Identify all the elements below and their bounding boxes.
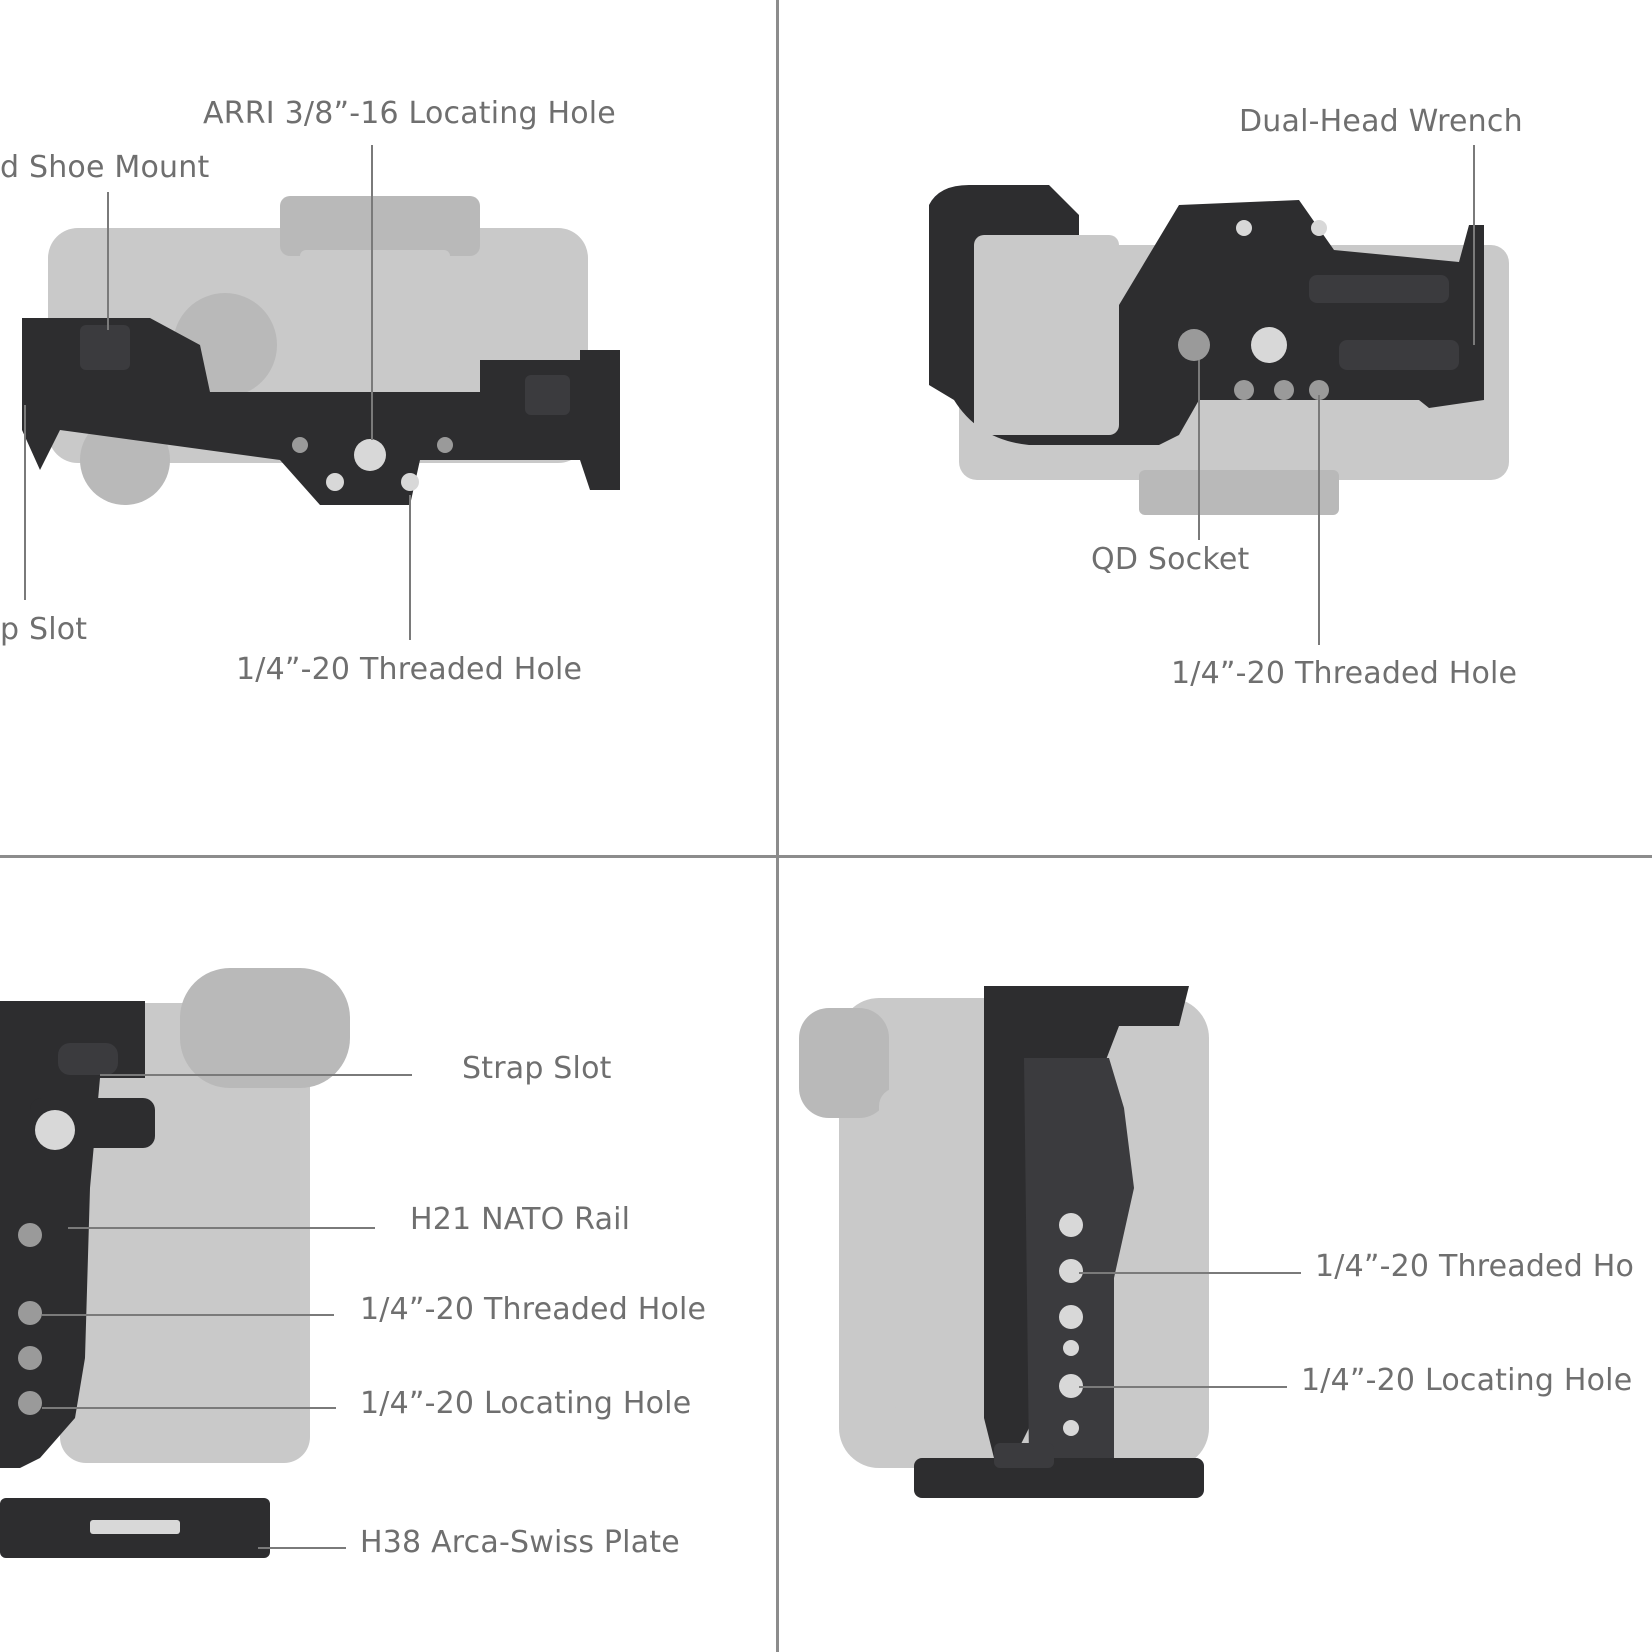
label-qd-socket: QD Socket: [1091, 542, 1250, 577]
panel-top-right: Dual-Head Wrench QD Socket 1/4”-20 Threa…: [779, 0, 1652, 855]
label-locating-hole: 1/4”-20 Locating Hole: [360, 1386, 692, 1421]
label-nato-rail: H21 NATO Rail: [410, 1202, 631, 1237]
label-strap-slot: Strap Slot: [462, 1051, 612, 1086]
label-cold-shoe-mount: d Shoe Mount: [0, 150, 210, 185]
camera-cage-grip-view: [799, 986, 1301, 1498]
camera-cage-bottom-view: [929, 145, 1509, 645]
label-locating-hole: 1/4”-20 Locating Hole: [1301, 1363, 1633, 1398]
label-dual-head-wrench: Dual-Head Wrench: [1239, 104, 1523, 139]
panel-top-left: ARRI 3/8”-16 Locating Hole d Shoe Mount …: [0, 0, 776, 855]
label-threaded-hole: 1/4”-20 Threaded Hole: [1171, 656, 1518, 691]
label-strap-slot: p Slot: [0, 612, 88, 647]
panel-bottom-left: Strap Slot H21 NATO Rail 1/4”-20 Threade…: [0, 858, 776, 1652]
label-threaded-hole: 1/4”-20 Threaded Hole: [236, 652, 583, 687]
camera-cage-side-view: [0, 968, 412, 1558]
label-arri-locating-hole: ARRI 3/8”-16 Locating Hole: [203, 96, 616, 131]
label-threaded-hole: 1/4”-20 Threaded Hole: [360, 1292, 707, 1327]
panel-bottom-right: 1/4”-20 Threaded Ho 1/4”-20 Locating Hol…: [779, 858, 1652, 1652]
label-threaded-hole: 1/4”-20 Threaded Ho: [1315, 1249, 1635, 1284]
vertical-divider: [776, 0, 779, 1652]
horizontal-divider: [0, 855, 1652, 858]
camera-cage-top-view: [22, 145, 620, 640]
label-arca-swiss-plate: H38 Arca-Swiss Plate: [360, 1525, 680, 1560]
